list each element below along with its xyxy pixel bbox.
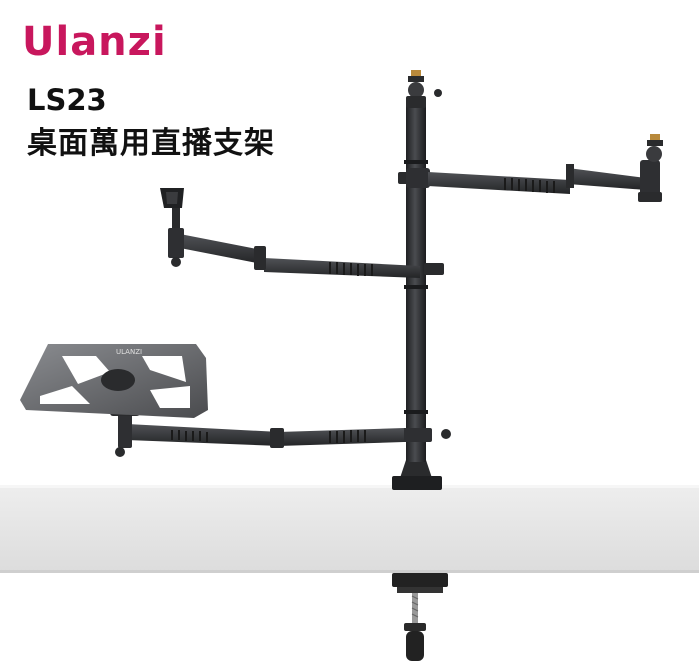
upper-right-arm (398, 134, 663, 202)
mic-arm (160, 188, 444, 278)
stand-base (392, 460, 442, 490)
top-ball-head (406, 70, 442, 108)
desk-clamp (392, 573, 448, 661)
product-model: LS23 (27, 83, 107, 117)
brand-logo: Ulanzi (22, 19, 167, 65)
desk (0, 485, 699, 573)
laptop-tray: ULANZI (20, 344, 208, 418)
product-title: 桌面萬用直播支架 (27, 126, 275, 161)
main-pole (404, 106, 428, 462)
tray-marking: ULANZI (116, 348, 142, 356)
laptop-arm (110, 400, 451, 457)
